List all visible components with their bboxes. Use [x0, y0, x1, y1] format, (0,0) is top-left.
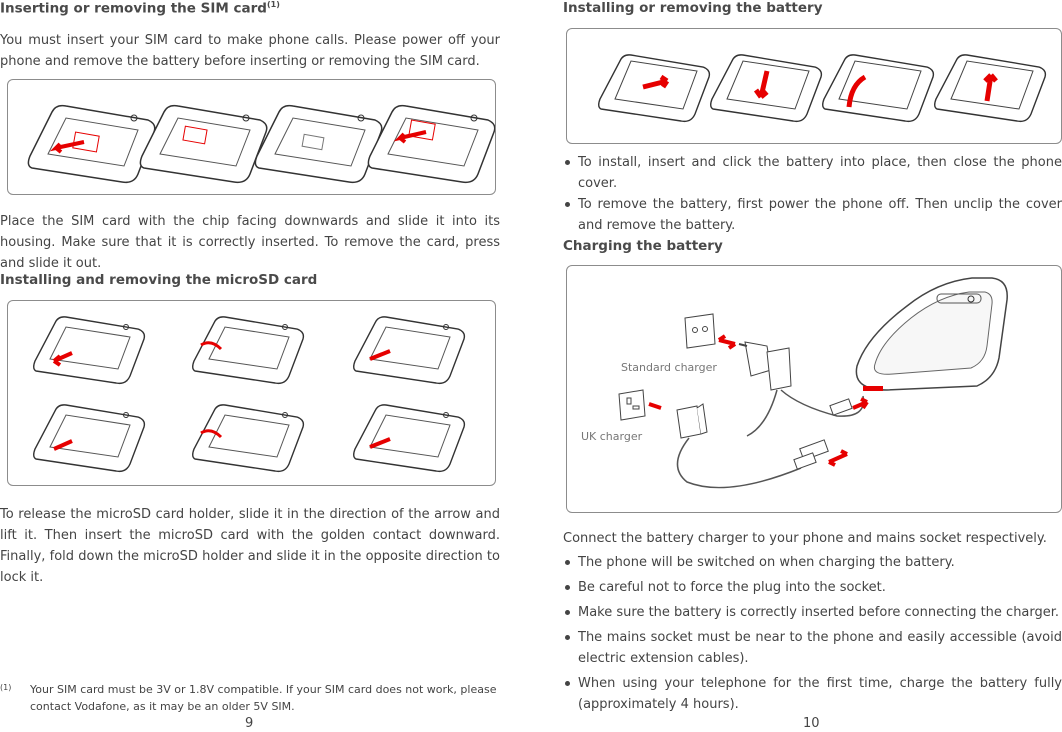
list-item: When using your telephone for the first …: [563, 673, 1062, 715]
sim-intro-text: You must insert your SIM card to make ph…: [0, 33, 500, 69]
sim-heading: Inserting or removing the SIM card(1): [0, 0, 280, 17]
page-number-right: 10: [803, 716, 820, 731]
charging-heading: Charging the battery: [563, 238, 723, 254]
footnote-mark: (1): [0, 683, 12, 692]
battery-bullets: To install, insert and click the battery…: [563, 152, 1062, 236]
charging-intro-text: Connect the battery charger to your phon…: [563, 531, 1047, 546]
arrow-icon: [717, 334, 737, 350]
arrow-icon: [828, 449, 848, 467]
list-item: Make sure the battery is correctly inser…: [563, 602, 1062, 623]
microsd-figure: [7, 300, 496, 486]
arrow-icon: [852, 397, 869, 410]
microsd-instructions-text: To release the microSD card holder, slid…: [0, 507, 500, 585]
wall-socket-icon: [618, 389, 646, 421]
standard-charger-label: Standard charger: [621, 361, 717, 374]
charger-plug-icon: [738, 341, 792, 391]
wall-socket-icon: [684, 313, 716, 349]
arrow-icon: [648, 402, 662, 410]
list-item: The mains socket must be near to the pho…: [563, 627, 1062, 669]
sim-card-figure: [7, 79, 496, 195]
microsd-illustration: [33, 316, 466, 473]
list-item: To install, insert and click the battery…: [563, 152, 1062, 194]
list-item: Be careful not to force the plug into th…: [563, 577, 1062, 598]
page-number-left: 9: [245, 716, 254, 731]
battery-figure: [566, 28, 1062, 144]
sim-card-illustration: [27, 104, 495, 184]
battery-illustration: [598, 54, 1047, 123]
usb-cable-icon: [793, 398, 853, 470]
footnote-text: Your SIM card must be 3V or 1.8V compati…: [30, 683, 497, 713]
microsd-heading: Installing and removing the microSD card: [0, 272, 318, 288]
phone-back-illustration: [855, 277, 1008, 391]
phone-back-illustration: [27, 104, 156, 184]
list-item: To remove the battery, first power the p…: [563, 194, 1062, 236]
uk-charger-label: UK charger: [581, 430, 643, 443]
charger-plug-icon: [676, 403, 708, 439]
charging-figure: Standard charger UK charger: [566, 265, 1062, 513]
charging-illustration: Standard charger UK charger: [581, 277, 1008, 489]
sim-instructions-text: Place the SIM card with the chip facing …: [0, 214, 500, 271]
battery-heading: Installing or removing the battery: [563, 0, 823, 16]
charging-bullets: The phone will be switched on when charg…: [563, 552, 1062, 715]
list-item: The phone will be switched on when charg…: [563, 552, 1062, 573]
